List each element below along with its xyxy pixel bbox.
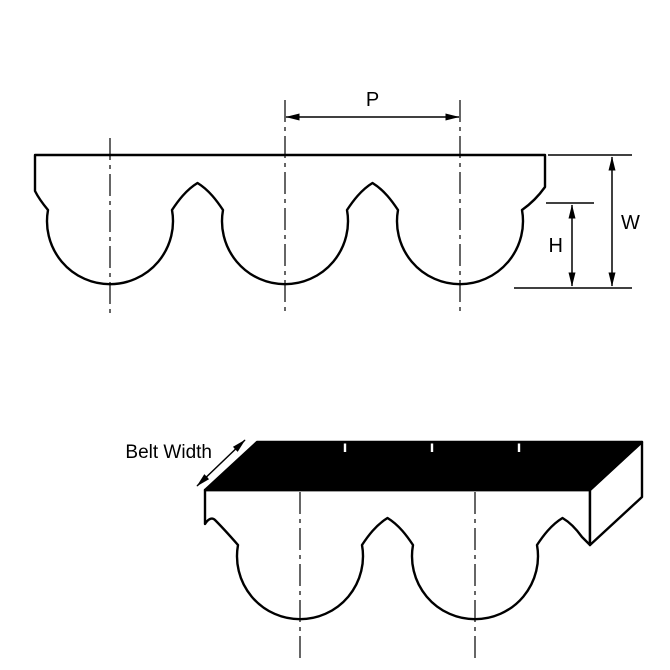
belt-width-label: Belt Width [125,442,212,463]
belt-profile-outline [33,153,547,286]
belt-width-arrow [196,439,246,487]
profile-view: P W H [33,89,640,316]
w-label: W [621,212,640,234]
h-label: H [549,235,563,257]
pitch-label: P [366,89,379,111]
isometric-view: Belt Width [125,439,644,658]
belt-3d-front-profile [203,488,592,621]
belt-3d-top-surface [203,440,644,492]
